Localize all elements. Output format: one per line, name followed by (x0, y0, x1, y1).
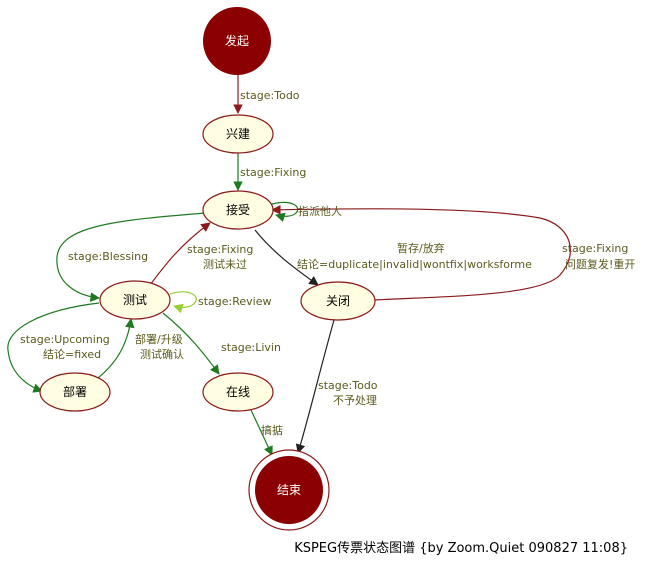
edge-deploy-test (97, 318, 135, 379)
label-deploy-test-line1: 部署/升级 (135, 332, 183, 346)
label-test-deploy-line1: stage:Upcoming (20, 333, 110, 346)
node-start-label: 发起 (225, 33, 249, 48)
label-test-deploy-line2: 结论=fixed (43, 347, 101, 361)
label-start-build: stage:Todo (240, 89, 300, 102)
edge-test-self-loop (169, 291, 197, 314)
node-deploy-label: 部署 (63, 384, 87, 399)
node-accept: 接受 (202, 190, 274, 230)
edge-close-accept (271, 205, 571, 301)
label-close-accept-line2: 问题复发!重开 (565, 257, 635, 271)
node-test-label: 测试 (123, 292, 147, 307)
edge-online-end (250, 409, 273, 456)
label-test-online: stage:Livin (221, 341, 281, 354)
label-accept-close-line2: 结论=duplicate|invalid|wontfix|worksforme (297, 257, 532, 271)
node-close-label: 关闭 (326, 294, 350, 308)
edge-accept-close (254, 229, 319, 286)
node-deploy: 部署 (39, 372, 111, 412)
node-test: 测试 (99, 280, 171, 320)
node-end-label: 结束 (277, 483, 301, 497)
edge-close-end (295, 319, 335, 454)
node-build: 兴建 (202, 114, 274, 154)
label-close-end-line2: 不予处理 (333, 394, 377, 407)
label-accept-self: 指派他人 (298, 204, 342, 218)
edge-accept-self-loop (271, 201, 299, 222)
label-deploy-test-line2: 测试确认 (140, 348, 184, 361)
label-test-accept-line1: stage:Fixing (187, 243, 253, 256)
label-test-accept-line2: 测试未过 (203, 258, 247, 271)
node-online-label: 在线 (226, 385, 250, 399)
node-online: 在线 (202, 372, 274, 412)
node-accept-label: 接受 (226, 202, 250, 217)
diagram-caption: KSPEG传票状态图谱 {by Zoom.Quiet 090827 11:08} (294, 541, 628, 556)
label-build-accept: stage:Fixing (240, 166, 306, 179)
label-accept-close-line1: 暂存/放弃 (397, 241, 445, 255)
label-close-end-line1: stage:Todo (318, 379, 378, 392)
node-end: 结束 (248, 449, 330, 531)
label-close-accept-line1: stage:Fixing (562, 242, 628, 255)
edge-accept-test (56, 212, 206, 302)
node-start: 发起 (203, 7, 271, 75)
label-online-end: 搞掂 (261, 423, 283, 437)
node-close: 关闭 (300, 281, 376, 321)
label-test-self: stage:Review (198, 295, 272, 308)
node-build-label: 兴建 (226, 127, 250, 141)
label-accept-test: stage:Blessing (68, 250, 148, 263)
edge-test-online (162, 312, 220, 375)
edge-test-accept (149, 222, 211, 286)
edge-test-deploy (7, 302, 100, 393)
